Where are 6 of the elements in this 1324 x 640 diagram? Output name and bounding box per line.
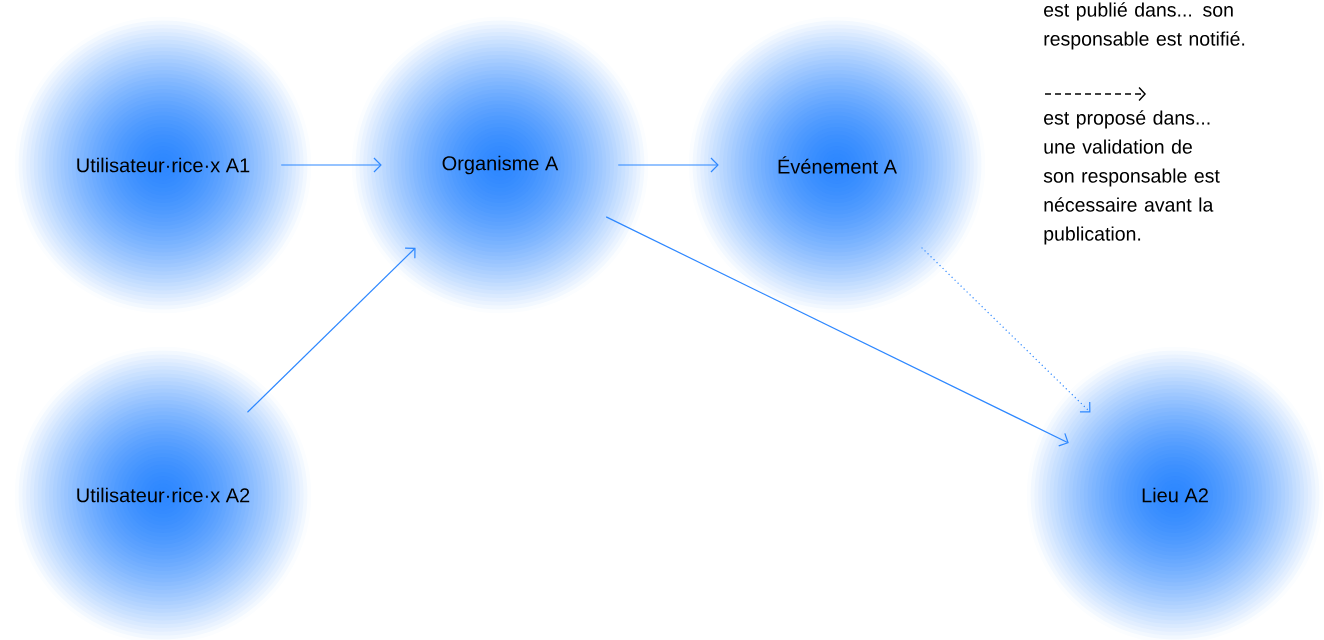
arrow [617,157,719,173]
note-text: est publié dans... son responsable est notifié. [1044,2,1245,50]
arrow [605,216,1069,447]
arrow [246,247,416,413]
legend-text: est proposé dans... une validation de son responsable est nécessaire avant la publication. [1043,110,1220,245]
arrow [280,157,382,173]
